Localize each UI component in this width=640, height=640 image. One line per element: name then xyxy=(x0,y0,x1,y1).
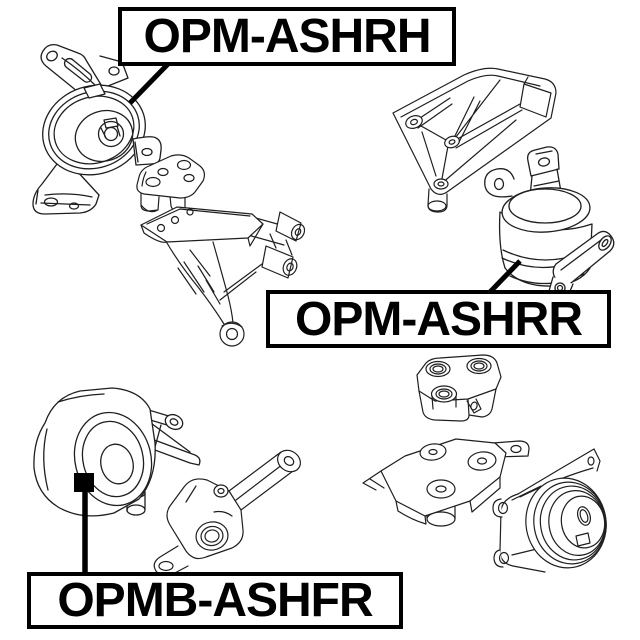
part-right-engine-mount xyxy=(32,43,162,215)
part-mount-spacer-bracket xyxy=(136,154,206,213)
part-left-mount-bracket xyxy=(362,438,530,527)
part-rear-engine-mount xyxy=(484,146,615,297)
part-small-mount-bracket xyxy=(416,354,502,422)
leader-line-top-label xyxy=(128,62,170,105)
part-label-opmb-ashfr-text: OPMB-ASHFR xyxy=(57,574,373,627)
part-front-mount-arm-bracket xyxy=(153,449,301,577)
part-center-mount-bracket xyxy=(140,206,306,347)
part-label-opmb-ashfr: OPMB-ASHFR xyxy=(27,572,403,629)
part-label-opm-ashrr-text: OPM-ASHRR xyxy=(295,292,583,346)
bushing-marker-square xyxy=(74,473,94,492)
part-label-opm-ashrr: OPM-ASHRR xyxy=(266,290,611,348)
part-label-opm-ashrh-text: OPM-ASHRH xyxy=(143,10,432,63)
part-round-engine-mount xyxy=(492,448,607,573)
part-front-engine-mount xyxy=(33,387,201,517)
leader-line-right-label xyxy=(488,259,522,294)
part-rear-mount-bracket xyxy=(392,67,557,213)
part-label-opm-ashrh: OPM-ASHRH xyxy=(118,7,456,66)
